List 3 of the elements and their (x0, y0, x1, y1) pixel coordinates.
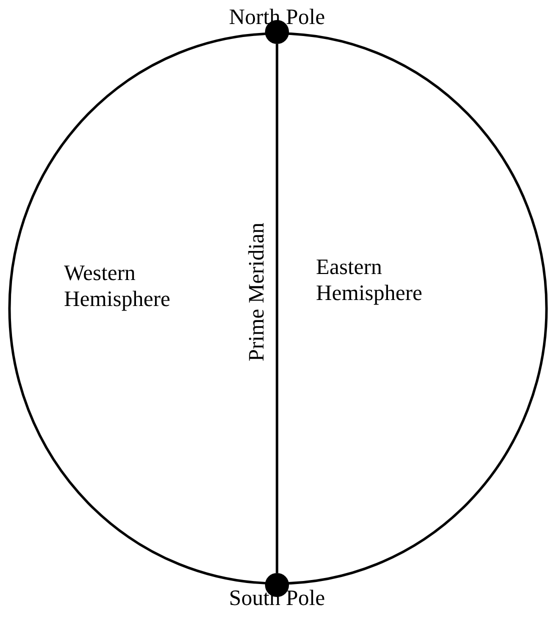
hemisphere-label: Western Hemisphere (64, 260, 172, 312)
hemisphere-label: Eastern Hemisphere (316, 254, 424, 306)
meridian-line (276, 44, 278, 573)
